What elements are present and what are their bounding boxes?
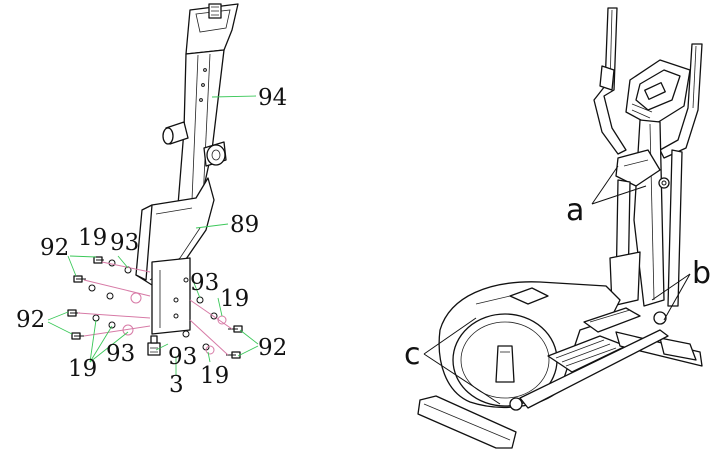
callout-c: c <box>404 337 421 372</box>
pivot-knob-icon <box>658 177 670 189</box>
bolt-icon <box>226 351 241 359</box>
part-label-19: 19 <box>220 286 249 312</box>
bolt-icon <box>73 275 86 283</box>
part-label-19: 19 <box>78 225 107 251</box>
washer-icon <box>88 284 96 292</box>
fastener-paths <box>77 261 233 356</box>
upright-post-assembly: 94 89 92 19 93 93 19 92 93 19 93 3 19 92 <box>16 3 287 398</box>
part-label-19: 19 <box>200 363 229 389</box>
washer-icon <box>210 312 218 320</box>
elliptical-trainer: a b c <box>404 7 711 449</box>
bolt-icon <box>93 256 104 264</box>
washer-icon <box>182 330 190 338</box>
main-mast <box>615 119 670 307</box>
part-label-93: 93 <box>106 341 135 367</box>
rear-stabilizer <box>417 395 523 449</box>
part-label-89: 89 <box>230 212 259 238</box>
part-label-92: 92 <box>16 307 45 333</box>
leader-lines <box>423 165 691 405</box>
bolt-icon <box>71 332 84 340</box>
part-label-92: 92 <box>258 335 287 361</box>
washer-icon <box>205 345 215 355</box>
part-label-93: 93 <box>110 230 139 256</box>
part-label-19: 19 <box>68 356 97 382</box>
callout-letters: a b c <box>404 193 711 372</box>
connector-part-3 <box>147 335 161 356</box>
part-label-94: 94 <box>258 85 287 111</box>
part-label-3: 3 <box>169 372 184 398</box>
bolts <box>67 256 243 359</box>
washer-icon <box>106 292 114 300</box>
lower-bracket <box>135 177 215 286</box>
console <box>599 59 691 127</box>
part-labels: 94 89 92 19 93 93 19 92 93 19 93 3 19 92 <box>16 85 287 398</box>
callout-a: a <box>566 193 584 228</box>
flywheel-hood <box>438 281 621 408</box>
top-plate <box>185 3 239 55</box>
leader-lines <box>47 95 259 376</box>
washer-icon <box>108 321 116 329</box>
arm-links <box>609 149 683 307</box>
part-label-92: 92 <box>40 235 69 261</box>
base-plate <box>151 257 191 335</box>
callout-b: b <box>692 256 711 291</box>
washer-icon <box>108 259 116 267</box>
pivot-axle <box>162 121 227 167</box>
bolt-icon <box>228 325 243 333</box>
right-handlebar <box>659 43 703 159</box>
base-rail <box>519 329 669 409</box>
part-label-93: 93 <box>168 344 197 370</box>
washer-icon <box>130 292 142 304</box>
part-label-93: 93 <box>190 270 219 296</box>
